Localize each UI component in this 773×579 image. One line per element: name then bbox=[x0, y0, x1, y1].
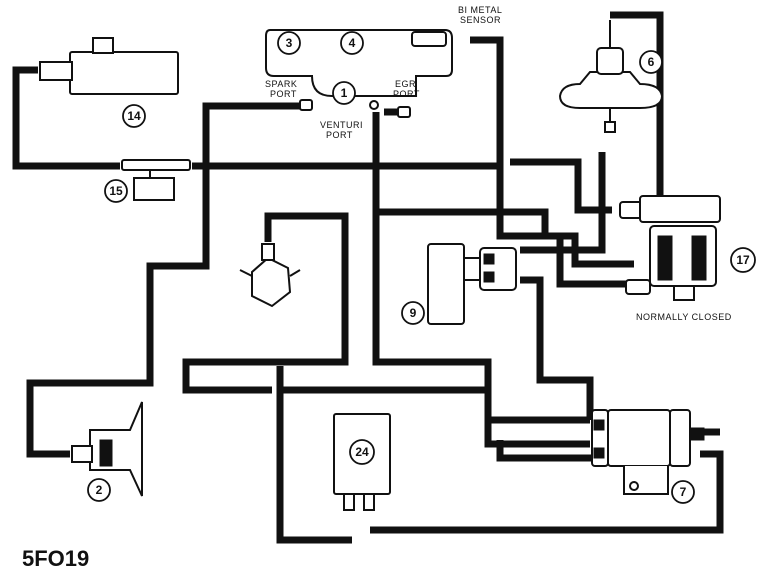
callout-24-label: 24 bbox=[355, 445, 369, 459]
venturi-port-label-2: PORT bbox=[326, 130, 353, 140]
callout-15-label: 15 bbox=[109, 184, 123, 198]
hose-box-left bbox=[276, 366, 352, 544]
hose-venturi-down bbox=[372, 170, 590, 424]
hose-24-right bbox=[370, 450, 724, 534]
hose-to-6 bbox=[610, 11, 664, 202]
callout-17 bbox=[730, 247, 756, 273]
figure-code: 5FO19 bbox=[22, 546, 89, 571]
callout-24 bbox=[349, 439, 375, 465]
component-vacuum-valve bbox=[239, 243, 301, 308]
component-2-vacuum-switch: 2 bbox=[71, 401, 143, 502]
component-14-canister: 14 bbox=[39, 37, 179, 128]
hose-main-right bbox=[510, 158, 612, 214]
hose-9-to-7 bbox=[520, 276, 594, 420]
component-9-valve: 9 bbox=[401, 243, 517, 325]
normally-closed-label: NORMALLY CLOSED bbox=[636, 312, 732, 322]
egr-port-label-1: EGR bbox=[395, 79, 416, 89]
hose-box-lower bbox=[496, 440, 595, 462]
component-24-module: 24 bbox=[333, 413, 391, 511]
bimetal-sensor-label-2: SENSOR bbox=[460, 15, 501, 25]
hose-spark-port bbox=[26, 102, 300, 458]
callout-17-label: 17 bbox=[736, 253, 750, 267]
hose-box-mid bbox=[280, 386, 590, 448]
callout-1 bbox=[332, 81, 356, 105]
callout-2-label: 2 bbox=[96, 483, 103, 497]
callout-15 bbox=[104, 179, 128, 203]
callout-14 bbox=[122, 104, 146, 128]
callout-9 bbox=[401, 301, 425, 325]
callout-7 bbox=[671, 480, 695, 504]
hose-to-carb-device bbox=[182, 212, 349, 394]
callout-2 bbox=[87, 478, 111, 502]
egr-port-label-2: PORT bbox=[393, 89, 420, 99]
callout-4-label: 4 bbox=[349, 36, 356, 50]
venturi-port-label-1: VENTURI bbox=[320, 120, 363, 130]
vacuum-hoses bbox=[12, 11, 724, 544]
spark-port-label-2: PORT bbox=[270, 89, 297, 99]
callout-3-label: 3 bbox=[286, 36, 293, 50]
component-6-diaphragm: 6 bbox=[558, 20, 664, 133]
callout-6 bbox=[639, 50, 663, 74]
callout-6-label: 6 bbox=[648, 55, 655, 69]
component-7-valve-assembly: 7 bbox=[591, 409, 705, 504]
callout-3 bbox=[277, 31, 301, 55]
bimetal-sensor-label-1: BI METAL bbox=[458, 5, 502, 15]
hose-bimetal-sensor bbox=[470, 36, 634, 288]
callout-9-label: 9 bbox=[410, 306, 417, 320]
component-17-solenoid: 17 NORMALLY CLOSED bbox=[619, 195, 756, 322]
component-15-tee: 15 bbox=[104, 159, 191, 203]
spark-port-label-1: SPARK bbox=[265, 79, 297, 89]
callout-1-label: 1 bbox=[341, 86, 348, 100]
component-carburetor: 3 4 1 SPARK PORT EGR PORT VENTURI PORT B… bbox=[265, 5, 502, 140]
callout-7-label: 7 bbox=[680, 485, 687, 499]
hose-14-to-tee bbox=[12, 66, 120, 170]
callout-14-label: 14 bbox=[127, 109, 141, 123]
hose-venturi-port bbox=[372, 112, 634, 268]
callout-4 bbox=[340, 31, 364, 55]
hose-6-down bbox=[520, 152, 606, 254]
